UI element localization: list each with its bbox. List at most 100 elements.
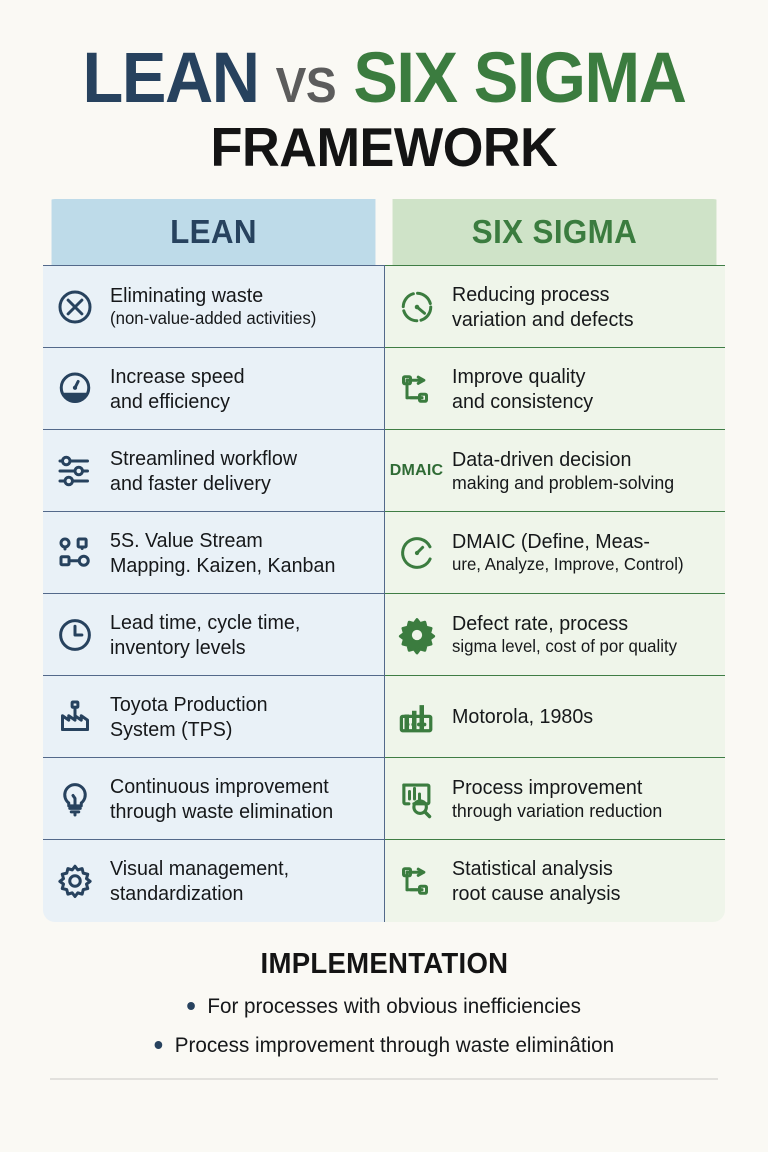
chart-search-icon bbox=[395, 777, 439, 821]
bullet-icon bbox=[187, 1002, 195, 1011]
cell-text-line: System (TPS) bbox=[110, 717, 233, 741]
cell-text-line: Lead time, cycle time, bbox=[110, 610, 301, 634]
cell-text-line: standardization bbox=[110, 881, 244, 905]
cell-text-line: 5S. Value Stream bbox=[110, 528, 263, 552]
lightbulb-icon bbox=[53, 777, 97, 821]
table-cell-lean: Eliminating waste(non-value-added activi… bbox=[43, 265, 385, 348]
cell-text-line: through variation reduction bbox=[451, 799, 662, 821]
title-vs: VS bbox=[275, 59, 337, 113]
implementation-item-label: Process improvement through waste elimin… bbox=[174, 1032, 614, 1057]
cell-text-line: making and problem-solving bbox=[451, 471, 674, 493]
cell-text: Lead time, cycle time,inventory levels bbox=[110, 610, 361, 660]
cell-text-line: root cause analysis bbox=[451, 881, 620, 905]
table-header: LEAN SIX SIGMA bbox=[43, 198, 725, 266]
cell-text-line: Increase speed bbox=[110, 364, 245, 388]
cell-text: Eliminating waste(non-value-added activi… bbox=[110, 283, 361, 329]
cell-text-line: DMAIC (Define, Meas- bbox=[451, 530, 650, 554]
circle-x-icon bbox=[53, 285, 97, 329]
bullet-icon bbox=[154, 1041, 162, 1050]
page-title: LEAN VS SIX SIGMA bbox=[23, 43, 745, 114]
gauge-dial-icon bbox=[395, 531, 439, 575]
cell-text-line: Motorola, 1980s bbox=[451, 705, 593, 729]
cell-content: Eliminating waste(non-value-added activi… bbox=[53, 283, 372, 329]
title-lean: LEAN bbox=[82, 39, 259, 118]
table-body: Eliminating waste(non-value-added activi… bbox=[43, 265, 725, 922]
cell-text-line: (non-value-added activities) bbox=[110, 308, 317, 329]
dmaic-icon-label: DMAIC bbox=[389, 461, 444, 479]
implementation-title: IMPLEMENTATION bbox=[260, 947, 508, 980]
implementation-list-item: Process improvement through waste elimin… bbox=[154, 1033, 614, 1058]
cell-text: Visual management,standardization bbox=[110, 856, 361, 906]
speedometer-icon bbox=[53, 367, 97, 411]
page-subtitle: FRAMEWORK bbox=[210, 115, 558, 178]
table-cell-lean: Lead time, cycle time,inventory levels bbox=[43, 593, 385, 676]
cell-text-line: Statistical analysis bbox=[451, 856, 613, 880]
cell-content: DMAIC (Define, Meas-ure, Analyze, Improv… bbox=[395, 529, 714, 575]
cell-text-line: Streamlined workflow bbox=[110, 446, 298, 470]
table-row: Lead time, cycle time,inventory levels De… bbox=[43, 593, 725, 676]
table-row: Eliminating waste(non-value-added activi… bbox=[43, 265, 725, 348]
settings-gear-icon bbox=[53, 859, 97, 903]
cell-text-line: Reducing process bbox=[451, 282, 610, 306]
title-block: LEAN VS SIX SIGMA FRAMEWORK bbox=[0, 0, 768, 175]
dmaic-text-icon: DMAIC bbox=[390, 449, 443, 493]
factory-icon bbox=[395, 695, 439, 739]
cell-text: DMAIC (Define, Meas-ure, Analyze, Improv… bbox=[452, 529, 703, 575]
cell-text-line: Toyota Production bbox=[110, 692, 268, 716]
implementation-item-label: For processes with obvious inefficiencie… bbox=[207, 993, 581, 1018]
cell-text-line: Visual management, bbox=[110, 856, 290, 880]
clock-gauge-icon bbox=[395, 285, 439, 329]
cell-text-line: Defect rate, process bbox=[451, 612, 628, 636]
cell-content: Visual management,standardization bbox=[53, 856, 372, 906]
clock-icon bbox=[53, 613, 97, 657]
cell-text-line: and efficiency bbox=[110, 389, 230, 413]
cell-content: Lead time, cycle time,inventory levels bbox=[53, 610, 372, 660]
implementation-section: IMPLEMENTATION For processes with obviou… bbox=[0, 948, 768, 1058]
cell-text-line: ure, Analyze, Improve, Control) bbox=[451, 554, 684, 575]
cell-text-line: Eliminating waste bbox=[110, 284, 264, 308]
implementation-list: For processes with obvious inefficiencie… bbox=[0, 994, 768, 1058]
sliders-icon bbox=[53, 449, 97, 493]
comparison-table: LEAN SIX SIGMA Eliminating waste(non-val… bbox=[43, 198, 725, 922]
comparison-table-wrapper: LEAN SIX SIGMA Eliminating waste(non-val… bbox=[43, 198, 725, 922]
node-network-icon bbox=[53, 531, 97, 575]
cell-text-line: and faster delivery bbox=[110, 471, 271, 495]
cell-text-line: sigma level, cost of por quality bbox=[451, 636, 677, 657]
table-cell-six-sigma: Motorola, 1980s bbox=[384, 675, 725, 758]
factory-outline-icon bbox=[53, 695, 97, 739]
implementation-list-item: For processes with obvious inefficiencie… bbox=[187, 994, 581, 1019]
cell-content: Motorola, 1980s bbox=[395, 695, 714, 739]
column-header-lean: LEAN bbox=[51, 198, 376, 266]
